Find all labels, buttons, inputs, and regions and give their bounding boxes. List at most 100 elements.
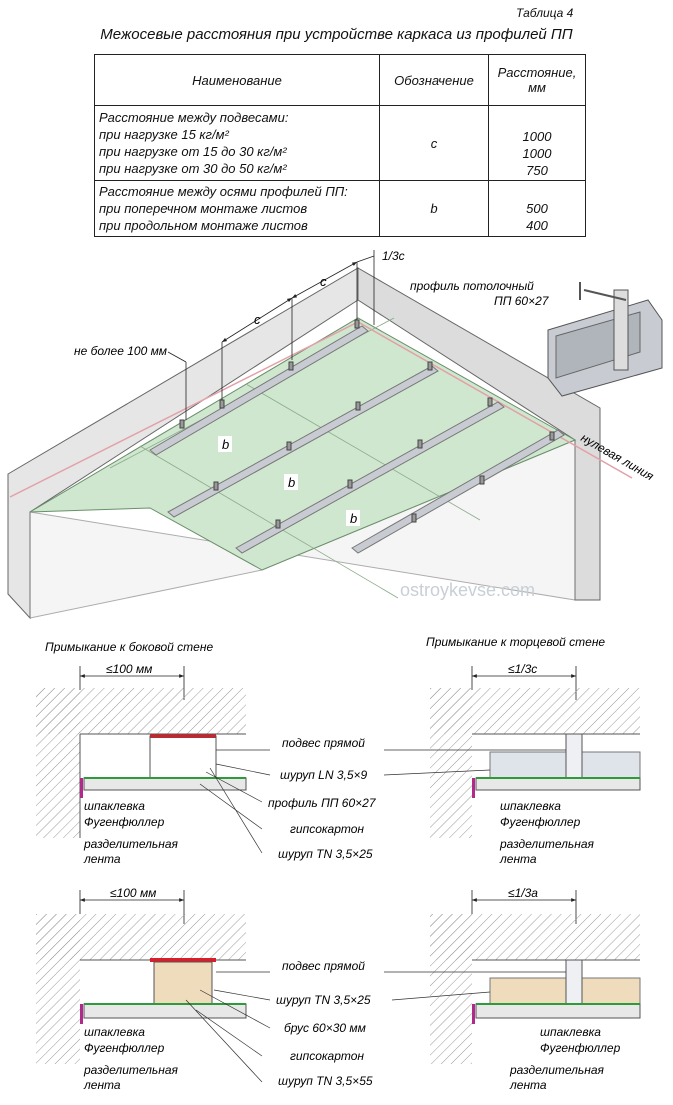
distance-value: 750 — [526, 162, 548, 178]
profile-bar — [167, 365, 439, 518]
table-header-row: Наименование Обозначение Расстояние, мм — [94, 54, 586, 106]
dim-100-b: ≤100 мм — [110, 886, 156, 900]
hanger — [427, 361, 433, 371]
row-name-line: Расстояние между подвесами: — [99, 110, 289, 125]
hanger — [411, 513, 417, 523]
dimension-c — [185, 250, 375, 420]
label-b-1: b — [222, 437, 229, 452]
isometric-view: c c 1/3c не более 100 мм b b b нулевая л… — [7, 249, 663, 620]
leader-line — [167, 351, 187, 363]
table-number: Таблица 4 — [516, 6, 574, 20]
hanger — [286, 441, 292, 451]
label-max-100: не более 100 мм — [74, 344, 167, 358]
column-header-distance: Расстояние, мм — [488, 54, 586, 106]
hanger — [275, 519, 281, 529]
distance-value: 500 — [526, 201, 548, 216]
callout-bottom: шуруп TN 3,5×25 — [276, 993, 371, 1007]
detail-side-wall-top: Примыкание к боковой стене ≤100 мм — [36, 640, 247, 838]
note-line: шпаклевка — [500, 799, 561, 813]
profile-bar — [235, 401, 505, 554]
label-profile-line-1: профиль потолочный — [410, 279, 534, 293]
note-line: Фугенфюллер — [540, 1041, 621, 1055]
hanger — [288, 361, 294, 371]
label-c-2: c — [320, 274, 327, 289]
label-b-2: b — [288, 475, 295, 490]
page-title: Межосевые расстояния при устройстве карк… — [100, 26, 573, 43]
notes-top-right: шпаклевка Фугенфюллер разделительная лен… — [499, 799, 595, 866]
detail-title-side: Примыкание к боковой стене — [45, 640, 213, 654]
row-name-line: при нагрузке от 15 до 30 кг/м² — [99, 144, 287, 159]
detail-end-wall-top: Примыкание к торцевой стене ≤1/3c — [426, 635, 641, 838]
hangers — [179, 319, 555, 529]
row-name-line: при продольном монтаже листов — [99, 218, 308, 233]
note-line: разделительная — [499, 837, 595, 851]
bottom-callouts — [185, 971, 566, 1083]
hanger — [213, 481, 219, 491]
note-line: разделительная — [509, 1063, 605, 1077]
row-name-cell: Расстояние между осями профилей ПП: при … — [94, 180, 380, 237]
table-row: Расстояние между осями профилей ПП: при … — [94, 180, 586, 237]
note-line: лента — [83, 852, 121, 866]
row-name-line: Расстояние между осями профилей ПП: — [99, 184, 348, 199]
row-distances: 500 400 — [488, 180, 586, 237]
row-designation: b — [379, 180, 489, 237]
detail-title-end: Примыкание к торцевой стене — [426, 635, 605, 649]
callout-bottom: брус 60×30 мм — [284, 1021, 366, 1035]
watermark: ostroykevse.com — [400, 580, 536, 600]
callout-bottom: подвес прямой — [282, 959, 365, 973]
label-b-3: b — [350, 511, 357, 526]
dim-100: ≤100 мм — [106, 662, 152, 676]
callout-top: подвес прямой — [282, 736, 365, 750]
row-distances: 1000 1000 750 — [488, 105, 586, 181]
dim-one-third-a: ≤1/3a — [508, 886, 538, 900]
note-line: лента — [509, 1078, 547, 1092]
row-designation: c — [379, 105, 489, 181]
row-name-cell: Расстояние между подвесами: при нагрузке… — [94, 105, 380, 181]
hanger — [487, 397, 493, 407]
callout-bottom: шуруп TN 3,5×55 — [278, 1074, 373, 1088]
note-line: Фугенфюллер — [84, 1041, 165, 1055]
distance-value: 400 — [526, 218, 548, 233]
hanger — [479, 475, 485, 485]
note-line: разделительная — [83, 1063, 179, 1077]
note-line: Фугенфюллер — [500, 815, 581, 829]
row-name-line: при нагрузке 15 кг/м² — [99, 127, 229, 142]
distance-value: 1000 — [522, 128, 552, 144]
detail-side-wall-bottom: ≤100 мм — [36, 886, 247, 1064]
spacing-table: Наименование Обозначение Расстояние, мм … — [94, 54, 586, 237]
row-name-line: при поперечном монтаже листов — [99, 201, 308, 216]
profile-bar — [351, 429, 565, 554]
top-callouts — [199, 749, 566, 854]
note-line: лента — [499, 852, 537, 866]
note-line: шпаклевка — [84, 1025, 145, 1039]
callout-top: профиль ПП 60×27 — [268, 796, 377, 810]
notes-bottom-left: шпаклевка Фугенфюллер разделительная лен… — [83, 1025, 179, 1092]
notes-top-left: шпаклевка Фугенфюллер разделительная лен… — [83, 799, 179, 866]
label-b-box — [218, 436, 232, 452]
label-b-box — [346, 510, 360, 526]
callout-top: шуруп TN 3,5×25 — [278, 847, 373, 861]
board-joint — [139, 445, 399, 599]
hanger — [417, 439, 423, 449]
label-profile-line-2: ПП 60×27 — [494, 294, 550, 308]
callout-bottom: гипсокартон — [290, 1049, 364, 1063]
notes-bottom-right: шпаклевка Фугенфюллер разделительная лен… — [509, 1025, 621, 1092]
hanger — [549, 431, 555, 441]
hanger — [219, 399, 225, 409]
callout-top: гипсокартон — [290, 822, 364, 836]
note-line: шпаклевка — [540, 1025, 601, 1039]
dim-one-third-c: ≤1/3c — [508, 662, 537, 676]
ceiling-profiles — [149, 325, 565, 554]
hanger — [355, 401, 361, 411]
note-line: шпаклевка — [84, 799, 145, 813]
detail-end-wall-bottom: ≤1/3a — [430, 886, 641, 1064]
table-row: Расстояние между подвесами: при нагрузке… — [94, 105, 586, 181]
callout-top: шуруп LN 3,5×9 — [280, 768, 368, 782]
note-line: лента — [83, 1078, 121, 1092]
row-name-line: при нагрузке от 30 до 50 кг/м² — [99, 161, 287, 176]
hanger — [347, 479, 353, 489]
distance-value: 1000 — [522, 145, 552, 161]
note-line: Фугенфюллер — [84, 815, 165, 829]
column-header-name: Наименование — [94, 54, 380, 106]
